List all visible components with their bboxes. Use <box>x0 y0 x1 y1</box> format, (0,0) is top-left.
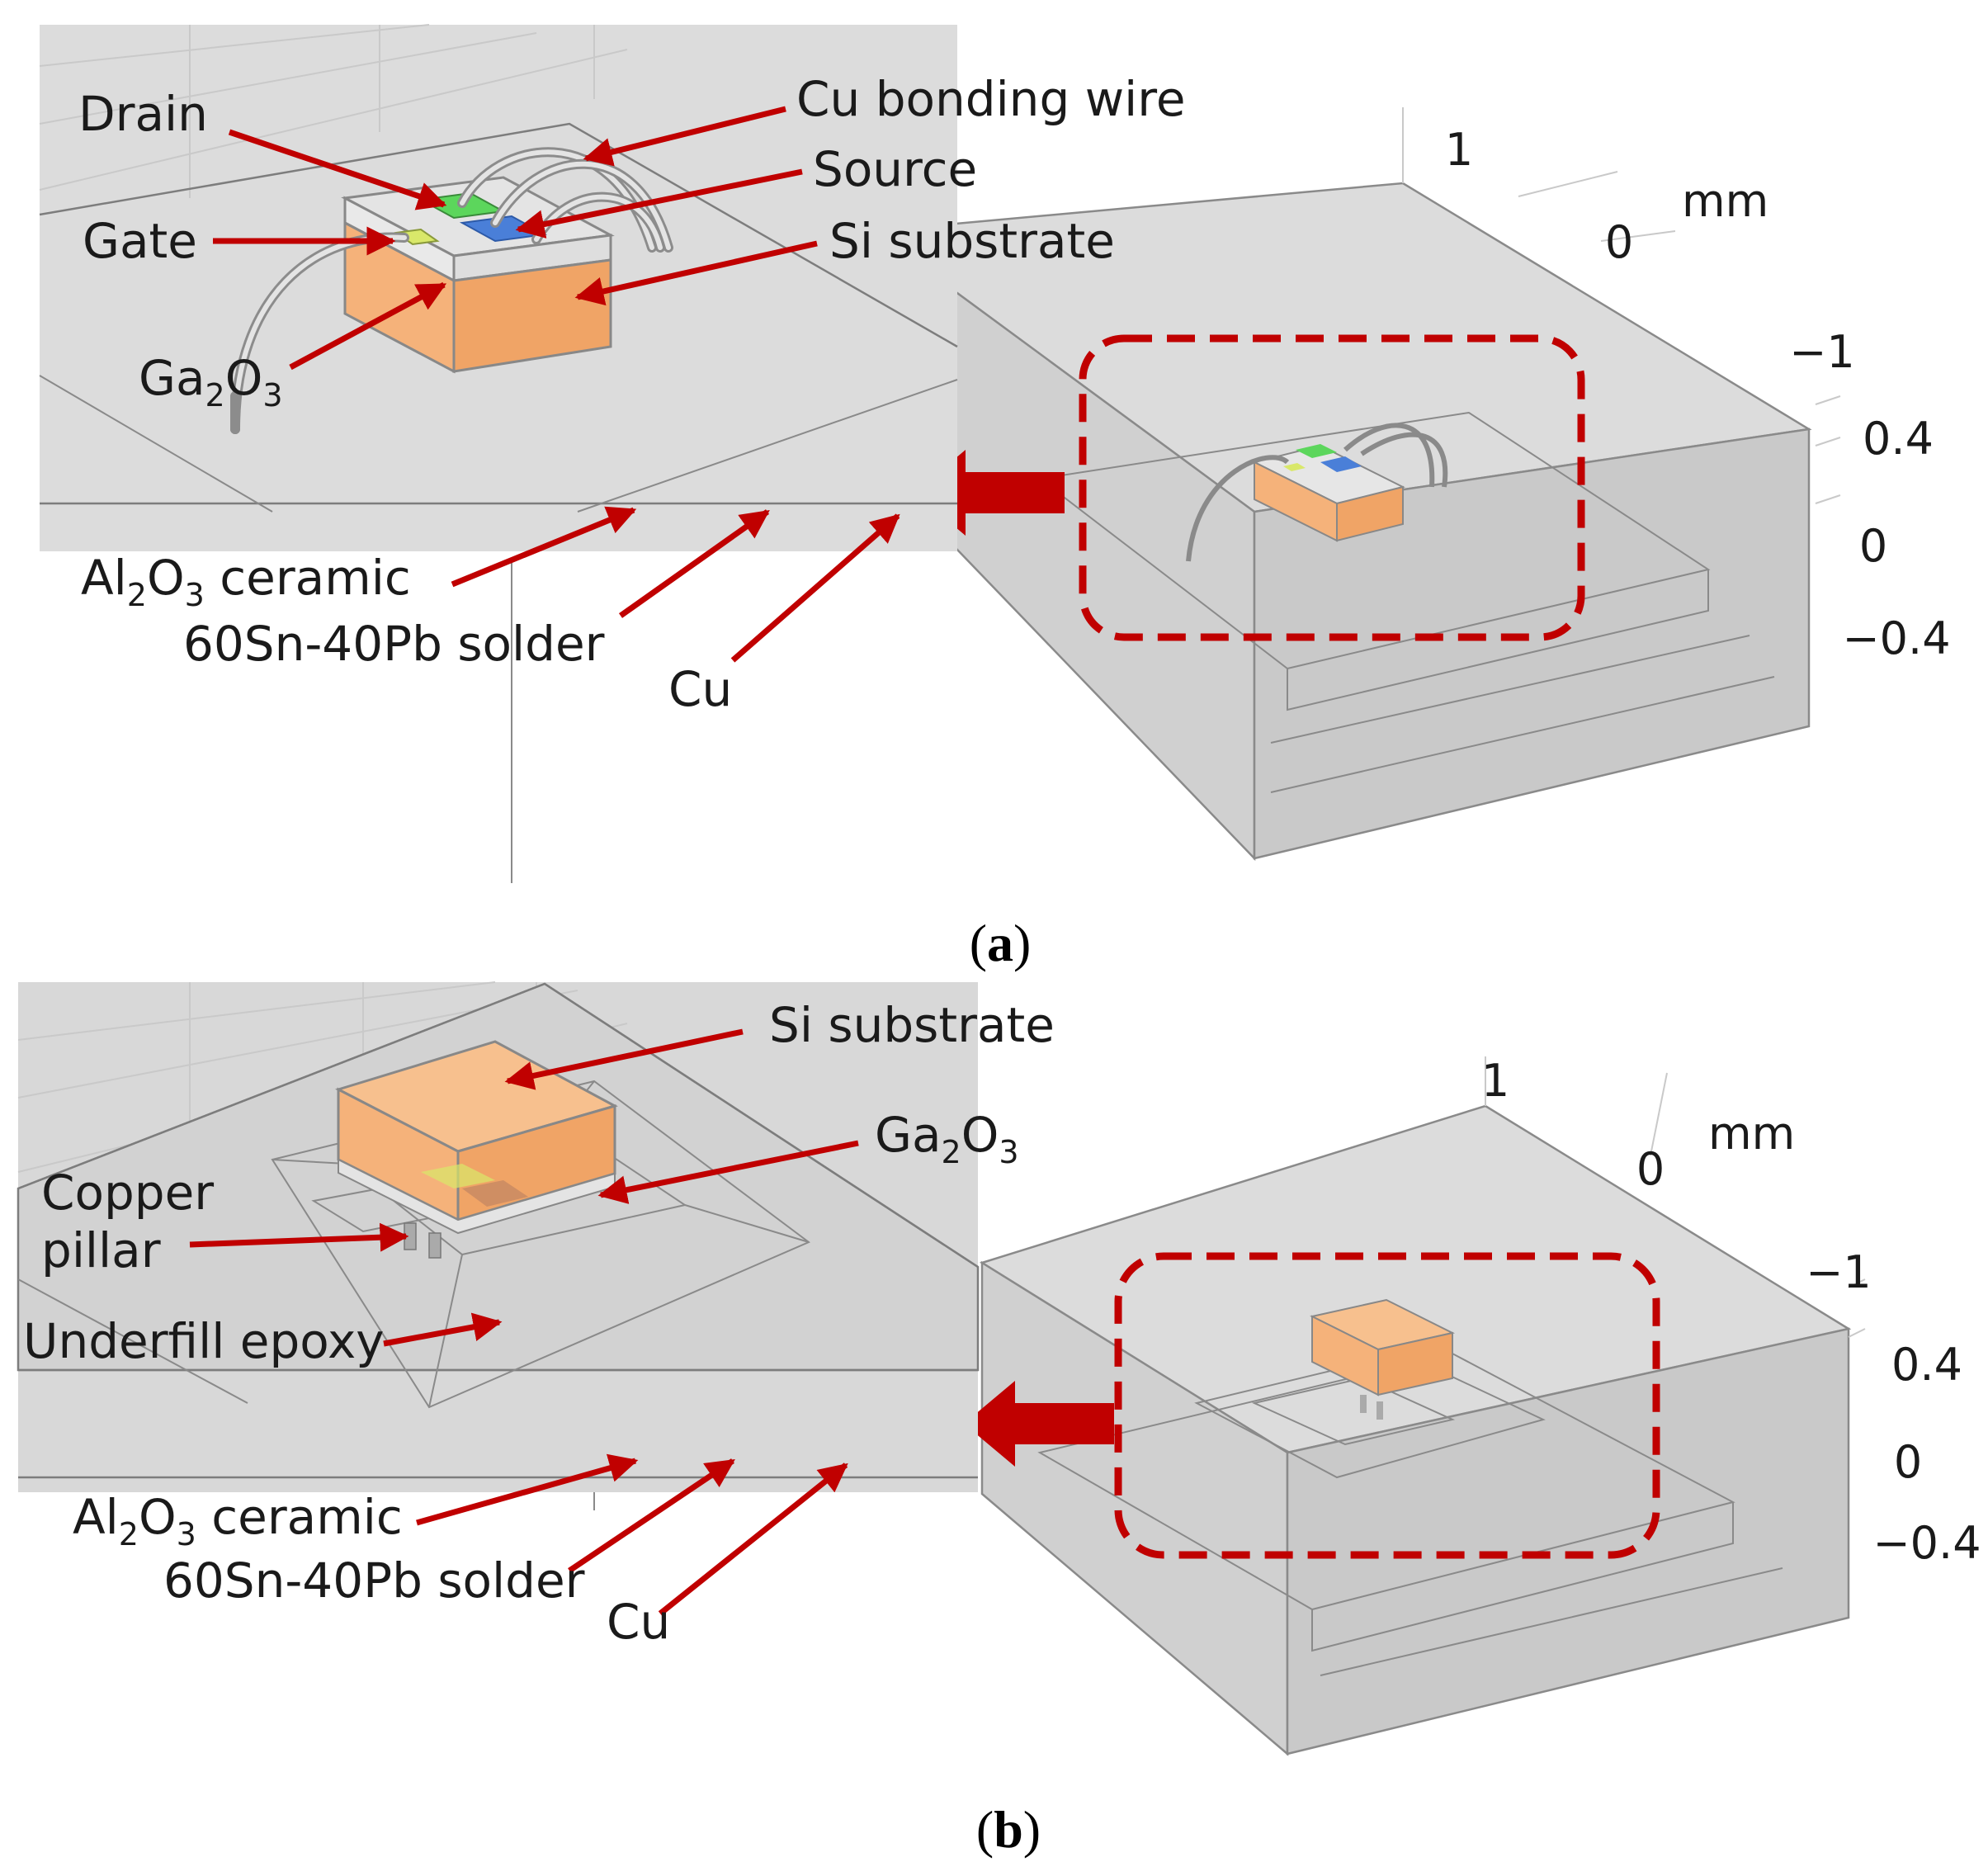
arrow-cu-bonding-wire <box>583 106 786 167</box>
panel-a: 1 mm 0 −1 0.4 0 −0.4 Drain Cu bonding wi… <box>39 24 1951 972</box>
axis-tick-z-neg04: −0.4 <box>1842 612 1950 664</box>
arrow-copper-pillar <box>189 1222 409 1252</box>
label-cu-bonding-wire: Cu bonding wire <box>796 71 1186 127</box>
axis-tick-y-neg1: −1 <box>1789 326 1855 378</box>
label-solder: 60Sn-40Pb solder <box>183 616 605 672</box>
label-copper-pillar-line1: Copper <box>41 1165 214 1221</box>
panel-b-overview-model <box>964 1056 1866 1756</box>
label-solder-b: 60Sn-40Pb solder <box>163 1552 585 1609</box>
arrow-al2o3-b <box>416 1453 639 1526</box>
axis-tick-z-04: 0.4 <box>1863 413 1934 465</box>
arrow-ga2o3 <box>289 281 447 371</box>
zoom-region-highlight <box>1079 334 1585 641</box>
arrow-drain <box>228 129 447 210</box>
arrow-al2o3 <box>451 506 637 588</box>
zoom-region-highlight-b <box>1114 1252 1660 1559</box>
caption-b: (b) <box>976 1800 1041 1859</box>
label-al2o3-ceramic-b: Al2O3 ceramic <box>73 1489 403 1552</box>
label-al2o3-ceramic: Al2O3 ceramic <box>81 550 411 613</box>
arrow-solder-b <box>568 1458 735 1573</box>
zoom-arrow-b <box>964 1381 1114 1467</box>
panel-b-zoomed-model <box>17 981 980 1510</box>
axis-tick-z-0-b: 0 <box>1894 1436 1922 1488</box>
arrow-ga2o3-b <box>597 1140 859 1204</box>
caption-a: (a) <box>970 914 1032 972</box>
label-si-substrate-b: Si substrate <box>769 997 1055 1053</box>
label-gate: Gate <box>83 213 197 269</box>
axis-tick-z-0: 0 <box>1859 520 1887 572</box>
panel-a-zoomed-model <box>39 24 958 883</box>
arrow-solder <box>618 509 770 618</box>
label-copper-pillar-line2: pillar <box>41 1222 161 1278</box>
axis-tick-z-neg04-b: −0.4 <box>1872 1517 1981 1569</box>
arrow-si-substrate <box>574 240 818 306</box>
label-ga2o3: Ga2O3 <box>139 350 283 413</box>
axis-tick-y-neg1-b: −1 <box>1806 1246 1872 1298</box>
label-source: Source <box>813 141 977 197</box>
label-ga2o3-b: Ga2O3 <box>875 1107 1019 1170</box>
label-underfill-epoxy: Underfill epoxy <box>23 1313 385 1369</box>
label-si-substrate: Si substrate <box>829 213 1115 269</box>
label-cu-b: Cu <box>607 1594 670 1650</box>
arrow-si-substrate-b <box>504 1028 744 1090</box>
axis-tick-y-0: 0 <box>1605 216 1633 268</box>
axis-unit: mm <box>1682 175 1768 227</box>
label-drain: Drain <box>78 86 208 142</box>
axis-tick-y-1-b: 1 <box>1481 1055 1509 1107</box>
axis-tick-y-1: 1 <box>1445 124 1473 176</box>
axis-tick-y-0-b: 0 <box>1636 1143 1665 1195</box>
arrow-source <box>515 168 803 239</box>
arrow-cu-b <box>658 1463 848 1616</box>
axis-tick-z-04-b: 0.4 <box>1891 1339 1962 1391</box>
arrow-cu <box>730 513 900 663</box>
arrow-underfill <box>383 1312 503 1347</box>
axis-unit-b: mm <box>1708 1108 1795 1160</box>
label-cu: Cu <box>668 661 732 717</box>
panel-b: 1 mm 0 −1 0.4 0 −0.4 Si substrate Ga2O3 … <box>17 981 1981 1859</box>
